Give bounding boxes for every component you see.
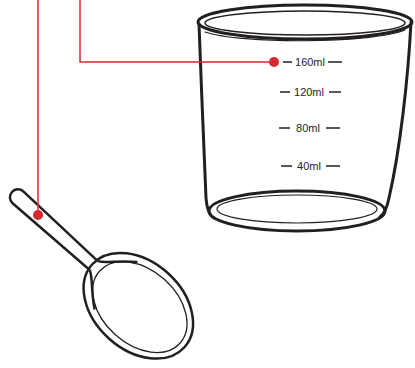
leader-lines	[33, 0, 279, 220]
spoon	[0, 159, 214, 368]
measuring-cup	[198, 5, 412, 231]
scale-label: 40ml	[296, 159, 322, 173]
scale-ticks	[279, 62, 342, 166]
scale-label: 120ml	[293, 85, 325, 99]
scale-label: 80ml	[295, 121, 321, 135]
scale-label: 160ml	[294, 55, 326, 69]
